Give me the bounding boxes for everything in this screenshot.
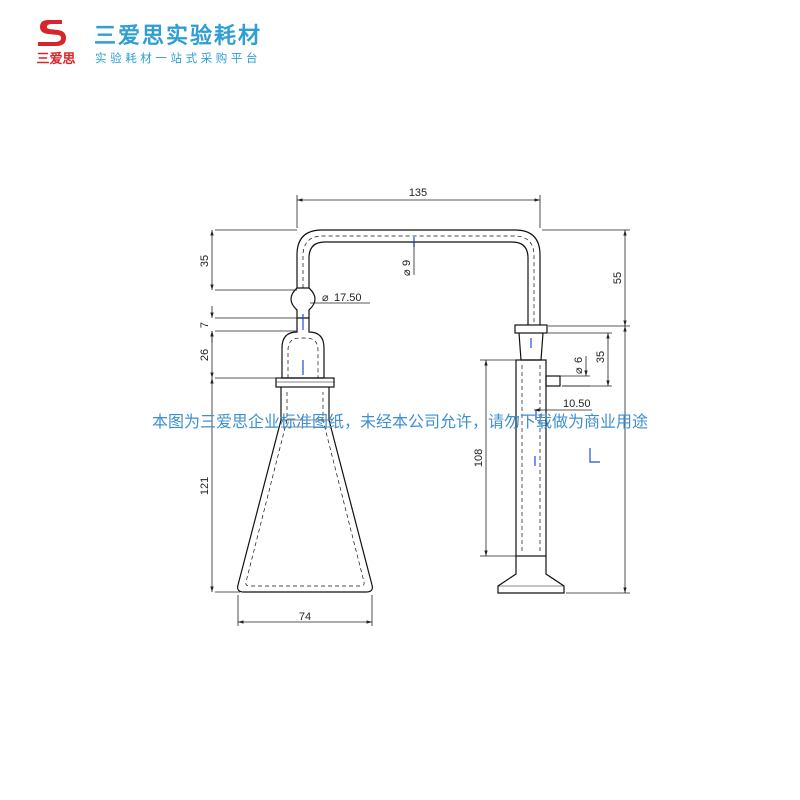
dim-left-121: 121 bbox=[199, 477, 211, 495]
flask-body bbox=[237, 387, 373, 593]
watermark-text: 本图为三爱思企业标准图纸，未经本公司允许，请勿下载做为商业用途 bbox=[151, 412, 648, 431]
dim-bottom-74: 74 bbox=[299, 611, 311, 623]
dim-side-dia: 6 bbox=[573, 357, 585, 363]
dim-tube-dia-symbol: ⌀ bbox=[401, 269, 413, 276]
accent-marks bbox=[302, 237, 600, 466]
dim-side-dia-symbol: ⌀ bbox=[573, 367, 585, 374]
brand-name: 三爱思实验耗材 bbox=[94, 24, 263, 49]
side-arm bbox=[545, 375, 561, 387]
brand-header: 三爱思 三爱思实验耗材 实验耗材一站式采购平台 bbox=[28, 14, 328, 68]
dim-tube-dia: 9 bbox=[401, 260, 413, 266]
dim-right-35: 35 bbox=[595, 351, 607, 363]
right-column bbox=[497, 324, 565, 594]
logo-text: 三爱思 bbox=[36, 51, 75, 67]
dim-top-width: 135 bbox=[409, 187, 427, 199]
dim-right-55: 55 bbox=[612, 272, 624, 284]
dim-left-35: 35 bbox=[199, 255, 211, 267]
dim-height-108: 108 bbox=[473, 449, 485, 467]
bent-tube-inner bbox=[308, 241, 529, 325]
column-foot bbox=[497, 556, 565, 594]
dim-bulb-dia-symbol: ⌀ bbox=[322, 292, 329, 304]
bent-tube-outer bbox=[296, 229, 541, 325]
column-collar bbox=[514, 324, 548, 334]
dim-left-7: 7 bbox=[199, 322, 211, 328]
dimension-labels: 135 ⌀ 9 ⌀ 17.50 35 7 26 121 74 55 35 ⌀ 6… bbox=[199, 187, 624, 623]
dim-left-26: 26 bbox=[199, 349, 211, 361]
flask-collar bbox=[275, 377, 335, 388]
brand-logo-icon: 三爱思 bbox=[36, 20, 76, 67]
left-flask bbox=[237, 229, 541, 593]
dim-bulb-dia: 17.50 bbox=[334, 292, 362, 304]
dimension-lines bbox=[210, 195, 630, 626]
dim-side-len: 10.50 bbox=[563, 398, 591, 410]
brand-slogan: 实验耗材一站式采购平台 bbox=[95, 51, 262, 65]
column-body bbox=[515, 359, 547, 557]
